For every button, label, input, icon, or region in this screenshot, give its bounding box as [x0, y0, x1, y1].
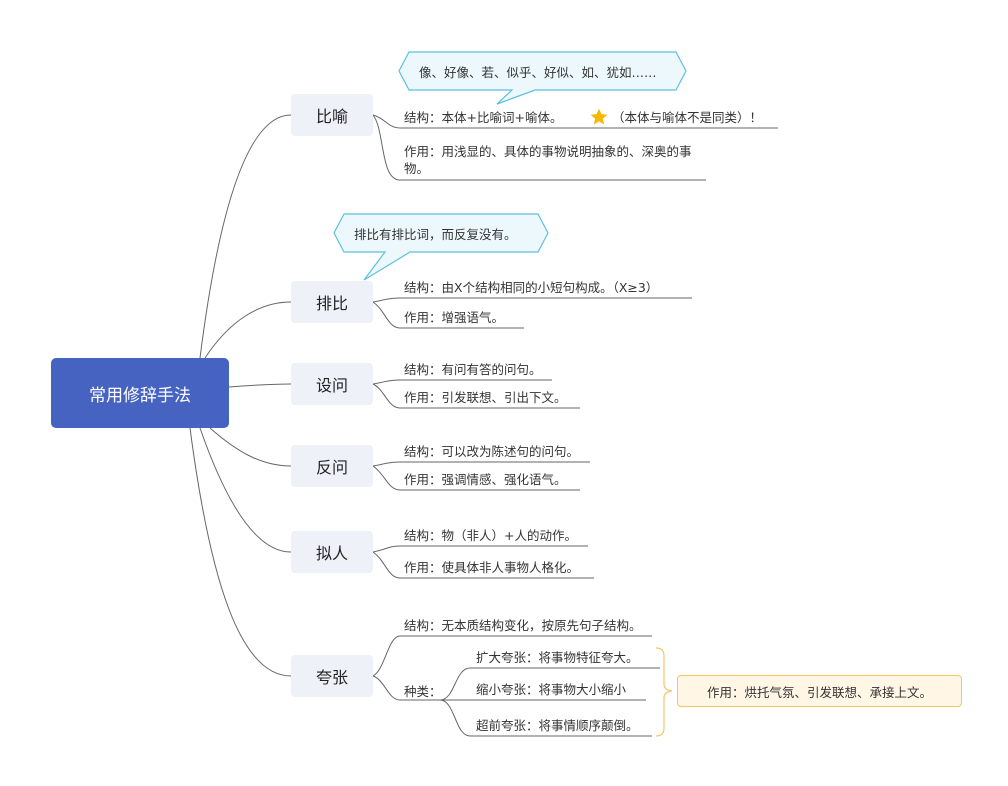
niren-structure[interactable]: 结构：物（非人）+人的动作。 — [404, 528, 577, 543]
topic-niren[interactable]: 拟人 — [291, 531, 373, 573]
shewen-function[interactable]: 作用：引发联想、引出下文。 — [404, 390, 567, 405]
link-root-fanwen — [209, 427, 292, 467]
topic-biyu-label: 比喻 — [315, 107, 348, 126]
link-root-shewen — [228, 383, 292, 388]
kuazhang-type-advance[interactable]: 超前夸张：将事情顺序颠倒。 — [476, 718, 639, 733]
summary-brace — [655, 647, 673, 737]
root-label: 常用修辞手法 — [89, 385, 191, 406]
fanwen-function[interactable]: 作用：强调情感、强化语气。 — [404, 472, 567, 487]
root-topic[interactable]: 常用修辞手法 — [51, 358, 229, 428]
paibi-structure[interactable]: 结构：由X个结构相同的小短句构成。（X≥3） — [404, 280, 659, 295]
fanwen-structure[interactable]: 结构：可以改为陈述句的问句。 — [404, 444, 580, 459]
biyu-function-line2[interactable]: 物。 — [404, 161, 430, 176]
topic-fanwen[interactable]: 反问 — [291, 445, 373, 487]
callout-biyu-shape — [398, 51, 687, 105]
topic-biyu[interactable]: 比喻 — [291, 94, 373, 136]
shewen-structure[interactable]: 结构：有问有答的问句。 — [404, 362, 542, 377]
niren-function[interactable]: 作用：使具体非人事物人格化。 — [404, 560, 580, 575]
topic-shewen-label: 设问 — [315, 376, 348, 395]
kuazhang-structure[interactable]: 结构：无本质结构变化，按原先句子结构。 — [404, 618, 642, 633]
callout-paibi: 排比有排比词，而反复没有。 — [354, 227, 517, 242]
biyu-function-line1[interactable]: 作用：用浅显的、具体的事物说明抽象的、深奥的事 — [404, 144, 692, 159]
kuazhang-type-expand[interactable]: 扩大夸张：将事物特征夸大。 — [476, 650, 639, 665]
kuazhang-types-label[interactable]: 种类： — [404, 684, 442, 699]
paibi-function[interactable]: 作用：增强语气。 — [404, 310, 505, 325]
topic-paibi-label: 排比 — [315, 294, 348, 313]
topic-kuazhang-label: 夸张 — [315, 668, 348, 687]
kuazhang-type-shrink[interactable]: 缩小夸张：将事物大小缩小 — [476, 682, 627, 697]
topic-shewen[interactable]: 设问 — [291, 363, 373, 405]
topic-niren-label: 拟人 — [315, 544, 348, 563]
link-root-kuazhang — [189, 427, 292, 677]
biyu-note[interactable]: （本体与喻体不是同类）！ — [612, 110, 763, 125]
link-root-biyu — [199, 114, 292, 359]
kuazhang-summary-text: 作用：烘托气氛、引发联想、承接上文。 — [706, 684, 932, 700]
topic-paibi[interactable]: 排比 — [291, 281, 373, 323]
callout-paibi-shape — [333, 213, 549, 281]
biyu-structure[interactable]: 结构：本体+比喻词+喻体。 — [404, 110, 563, 125]
callout-biyu: 像、好像、若、似乎、好似、如、犹如…… — [419, 65, 657, 80]
link-root-niren — [199, 427, 292, 553]
star-icon — [590, 108, 608, 125]
topic-kuazhang[interactable]: 夸张 — [291, 655, 373, 697]
kuazhang-summary[interactable]: 作用：烘托气氛、引发联想、承接上文。 — [677, 675, 962, 707]
topic-fanwen-label: 反问 — [315, 458, 348, 477]
link-root-paibi — [204, 301, 292, 359]
